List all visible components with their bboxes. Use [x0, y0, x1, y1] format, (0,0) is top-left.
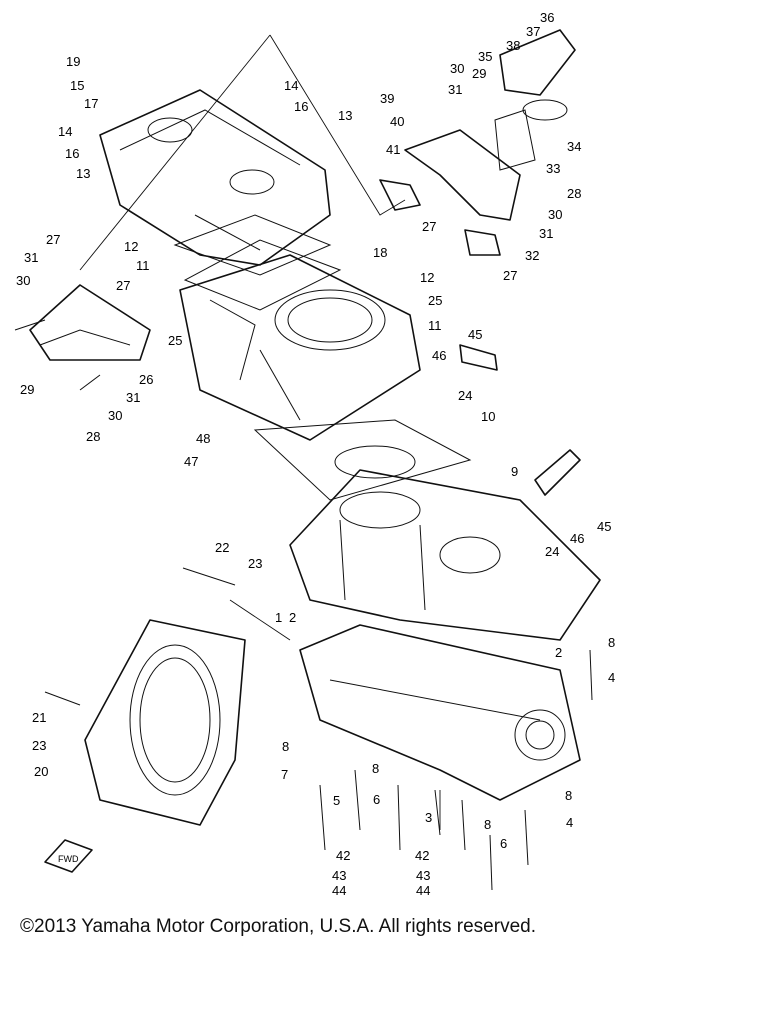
callout-24: 24 — [458, 388, 472, 403]
forward-arrow-icon: FWD — [44, 839, 93, 873]
callout-6: 6 — [500, 836, 507, 851]
callout-27: 27 — [116, 278, 130, 293]
callout-12: 12 — [124, 239, 138, 254]
callout-16: 16 — [294, 99, 308, 114]
callout-4: 4 — [608, 670, 615, 685]
callout-8: 8 — [565, 788, 572, 803]
callout-25: 25 — [168, 333, 182, 348]
callout-31: 31 — [448, 82, 462, 97]
callout-18: 18 — [373, 245, 387, 260]
callout-37: 37 — [526, 24, 540, 39]
callout-40: 40 — [390, 114, 404, 129]
callout-9: 9 — [511, 464, 518, 479]
callout-42: 42 — [415, 848, 429, 863]
callout-4: 4 — [566, 815, 573, 830]
callout-15: 15 — [70, 78, 84, 93]
callout-44: 44 — [416, 883, 430, 898]
exhaust-manifold-right — [379, 129, 521, 256]
callout-31: 31 — [24, 250, 38, 265]
callout-10: 10 — [481, 409, 495, 424]
callout-8: 8 — [282, 739, 289, 754]
callout-16: 16 — [65, 146, 79, 161]
callout-30: 30 — [108, 408, 122, 423]
callout-38: 38 — [506, 38, 520, 53]
callout-8: 8 — [608, 635, 615, 650]
callout-14: 14 — [284, 78, 298, 93]
callout-8: 8 — [372, 761, 379, 776]
callout-26: 26 — [139, 372, 153, 387]
callout-22: 22 — [215, 540, 229, 555]
cylinder-block — [179, 254, 421, 441]
callout-32: 32 — [525, 248, 539, 263]
callout-24: 24 — [545, 544, 559, 559]
bolts — [14, 319, 593, 891]
callout-30: 30 — [450, 61, 464, 76]
callout-3: 3 — [425, 810, 432, 825]
callout-41: 41 — [386, 142, 400, 157]
callout-39: 39 — [380, 91, 394, 106]
cylinder-head — [99, 89, 331, 266]
callout-46: 46 — [570, 531, 584, 546]
callout-29: 29 — [472, 66, 486, 81]
hoses — [459, 344, 581, 496]
callout-19: 19 — [66, 54, 80, 69]
callout-21: 21 — [32, 710, 46, 725]
callout-36: 36 — [540, 10, 554, 25]
upper-crankcase — [289, 469, 601, 641]
callout-30: 30 — [548, 207, 562, 222]
fwd-label: FWD — [58, 854, 79, 864]
callout-27: 27 — [503, 268, 517, 283]
callout-35: 35 — [478, 49, 492, 64]
callout-47: 47 — [184, 454, 198, 469]
callout-17: 17 — [84, 96, 98, 111]
callout-43: 43 — [332, 868, 346, 883]
callout-23: 23 — [32, 738, 46, 753]
callout-46: 46 — [432, 348, 446, 363]
callout-13: 13 — [338, 108, 352, 123]
callout-30: 30 — [16, 273, 30, 288]
thermostat-housing — [494, 29, 576, 171]
callout-31: 31 — [126, 390, 140, 405]
callout-42: 42 — [336, 848, 350, 863]
copyright-notice: ©2013 Yamaha Motor Corporation, U.S.A. A… — [20, 916, 536, 937]
callout-6: 6 — [373, 792, 380, 807]
callout-45: 45 — [468, 327, 482, 342]
callout-11: 11 — [428, 318, 442, 333]
base-gasket — [253, 419, 472, 501]
callout-44: 44 — [332, 883, 346, 898]
callout-27: 27 — [422, 219, 436, 234]
callout-2: 2 — [555, 645, 562, 660]
callout-28: 28 — [567, 186, 581, 201]
callout-45: 45 — [597, 519, 611, 534]
callout-33: 33 — [546, 161, 560, 176]
callout-31: 31 — [539, 226, 553, 241]
callout-29: 29 — [20, 382, 34, 397]
leader-lines — [79, 34, 441, 830]
callout-25: 25 — [428, 293, 442, 308]
callout-11: 11 — [136, 258, 150, 273]
callout-2: 2 — [289, 610, 296, 625]
callout-34: 34 — [567, 139, 581, 154]
lower-crankcase — [299, 624, 581, 801]
head-gasket — [173, 214, 342, 311]
callout-48: 48 — [196, 431, 210, 446]
callout-43: 43 — [416, 868, 430, 883]
callout-7: 7 — [281, 767, 288, 782]
callout-20: 20 — [34, 764, 48, 779]
callout-12: 12 — [420, 270, 434, 285]
exhaust-manifold-left — [29, 284, 151, 361]
callout-5: 5 — [333, 793, 340, 808]
flywheel-cover — [84, 619, 246, 826]
callout-28: 28 — [86, 429, 100, 444]
callout-8: 8 — [484, 817, 491, 832]
callout-27: 27 — [46, 232, 60, 247]
callout-13: 13 — [76, 166, 90, 181]
callout-1: 1 — [275, 610, 282, 625]
callout-23: 23 — [248, 556, 262, 571]
callout-14: 14 — [58, 124, 72, 139]
